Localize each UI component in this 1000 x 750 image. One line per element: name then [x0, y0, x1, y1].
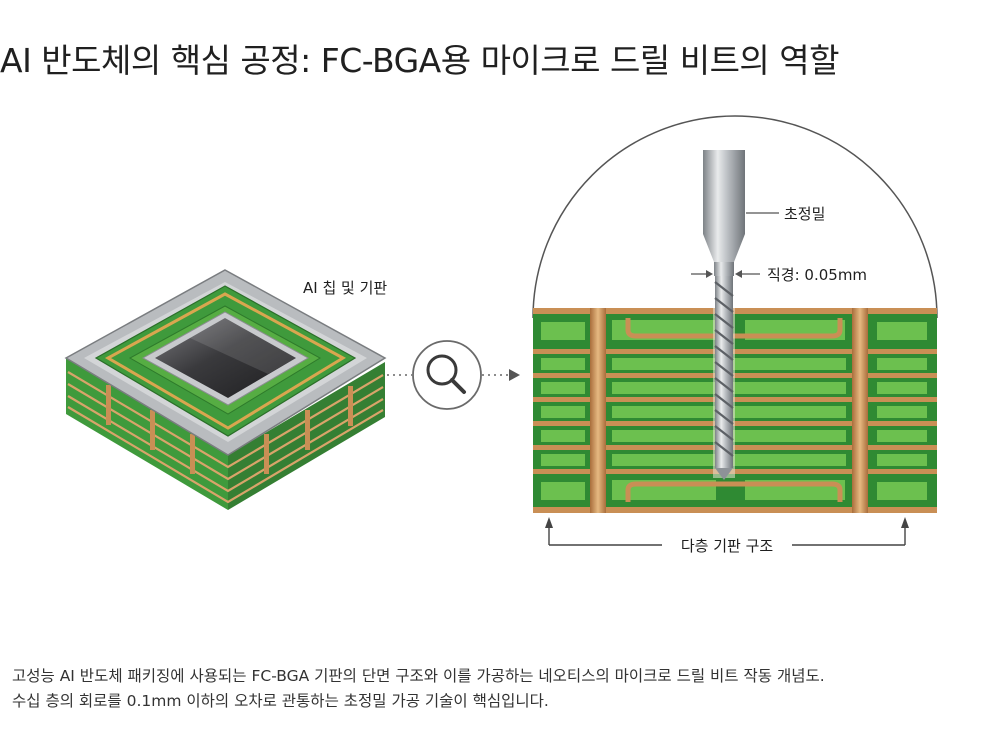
substrate-label: 다층 기판 구조 [681, 537, 774, 555]
chip-label: AI 칩 및 기판 [303, 279, 387, 297]
ai-chip-illustration [66, 270, 385, 510]
fc-bga-diagram: AI 칩 및 기판 [0, 0, 1000, 650]
diameter-label: 직경: 0.05mm [767, 266, 867, 284]
drill-label: 초정밀 [784, 205, 825, 223]
magnifier-icon [413, 341, 481, 409]
caption-line-1: 고성능 AI 반도체 패키징에 사용되는 FC-BGA 기판의 단면 구조와 이… [12, 664, 992, 689]
drill-shank [703, 150, 745, 234]
figure-caption: 고성능 AI 반도체 패키징에 사용되는 FC-BGA 기판의 단면 구조와 이… [12, 664, 992, 714]
caption-line-2: 수십 층의 회로를 0.1mm 이하의 오차로 관통하는 초정밀 가공 기술이 … [12, 689, 992, 714]
